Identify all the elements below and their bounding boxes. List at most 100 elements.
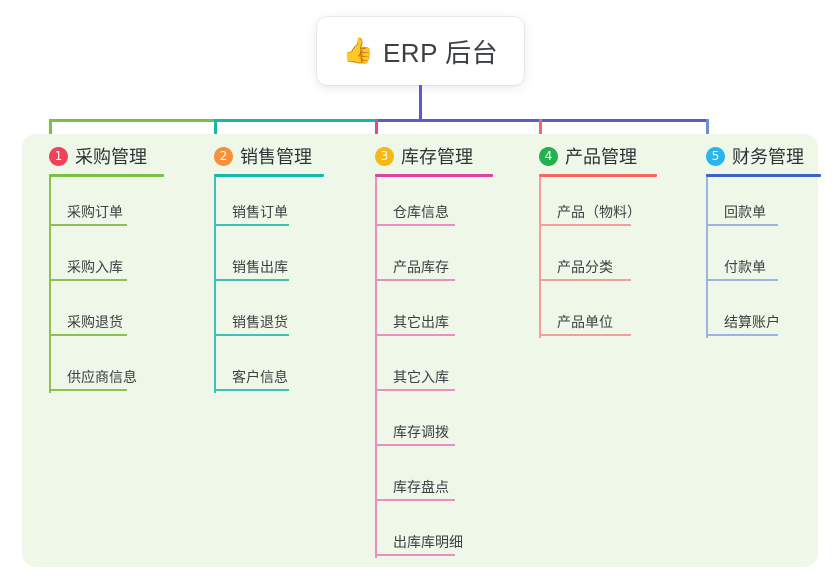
column-badge-3: 3	[375, 146, 394, 166]
leaf-rule	[706, 224, 778, 226]
column-title-2: 销售管理	[240, 147, 312, 167]
column-rule-5	[706, 174, 821, 177]
column-2: 2 销售管理销售订单销售出库销售退货客户信息	[196, 143, 351, 397]
column-rule-2	[214, 174, 324, 177]
branch-spine-5	[706, 177, 708, 338]
column-1: 1 采购管理采购订单采购入库采购退货供应商信息	[31, 143, 191, 397]
column-4: 4 产品管理产品（物料） 产品分类产品单位	[521, 143, 681, 342]
column-rule-1	[49, 174, 164, 177]
leaf-rule	[375, 279, 455, 281]
content-panel	[22, 134, 818, 567]
column-header-5[interactable]: 5 财务管理	[688, 143, 838, 169]
column-rule-3	[375, 174, 493, 177]
leaf-item[interactable]: 产品单位	[521, 287, 681, 342]
leaf-item[interactable]: 回款单	[688, 177, 838, 232]
thumbs-up-emoji: 👍	[342, 36, 374, 65]
leaf-label: 库存盘点	[393, 479, 449, 495]
leaf-rule	[214, 279, 289, 281]
leaf-label: 采购订单	[67, 204, 123, 220]
leaf-item[interactable]: 其它出库	[357, 287, 517, 342]
leaf-item[interactable]: 采购退货	[31, 287, 191, 342]
leaf-label: 产品单位	[557, 314, 613, 330]
bus-green	[49, 119, 214, 122]
leaf-rule	[375, 444, 455, 446]
leaf-item[interactable]: 供应商信息	[31, 342, 191, 397]
leaf-label: 其它出库	[393, 314, 449, 330]
column-3: 3 库存管理仓库信息产品库存其它出库其它入库库存调拨库存盘点出库库明细	[357, 143, 517, 562]
leaf-rule	[214, 224, 289, 226]
branch-4: 产品（物料） 产品分类产品单位	[521, 177, 681, 342]
leaf-label: 回款单	[724, 204, 766, 220]
column-rule-4	[539, 174, 657, 177]
leaf-label: 结算账户	[724, 314, 780, 330]
leaf-item[interactable]: 销售出库	[196, 232, 351, 287]
column-title-3: 库存管理	[401, 147, 473, 167]
branch-spine-3	[375, 177, 377, 558]
leaf-rule	[375, 389, 455, 391]
root-title: ERP 后台	[382, 37, 499, 68]
leaf-label: 供应商信息	[67, 369, 137, 385]
column-header-3[interactable]: 3 库存管理	[357, 143, 517, 169]
bus-indigo	[375, 119, 709, 122]
leaf-rule	[49, 279, 127, 281]
leaf-rule	[49, 224, 127, 226]
leaf-item[interactable]: 客户信息	[196, 342, 351, 397]
column-header-1[interactable]: 1 采购管理	[31, 143, 191, 169]
leaf-rule	[706, 334, 778, 336]
leaf-rule	[375, 224, 455, 226]
branch-spine-2	[214, 177, 216, 393]
leaf-label: 产品（物料）	[557, 204, 641, 220]
leaf-item[interactable]: 采购订单	[31, 177, 191, 232]
column-badge-5: 5	[706, 146, 725, 166]
leaf-rule	[539, 334, 631, 336]
leaf-item[interactable]: 产品库存	[357, 232, 517, 287]
leaf-item[interactable]: 其它入库	[357, 342, 517, 397]
leaf-rule	[375, 334, 455, 336]
leaf-label: 出库库明细	[393, 534, 463, 550]
leaf-item[interactable]: 采购入库	[31, 232, 191, 287]
column-title-1: 采购管理	[75, 147, 147, 167]
column-badge-2: 2	[214, 146, 233, 166]
leaf-item[interactable]: 库存调拨	[357, 397, 517, 452]
leaf-label: 客户信息	[232, 369, 288, 385]
leaf-item[interactable]: 产品分类	[521, 232, 681, 287]
column-5: 5 财务管理回款单付款单结算账户	[688, 143, 838, 342]
branch-spine-4	[539, 177, 541, 338]
leaf-item[interactable]: 出库库明细	[357, 507, 517, 562]
leaf-label: 销售订单	[232, 204, 288, 220]
leaf-label: 销售出库	[232, 259, 288, 275]
leaf-label: 销售退货	[232, 314, 288, 330]
leaf-item[interactable]: 销售订单	[196, 177, 351, 232]
leaf-rule	[214, 389, 289, 391]
root-node[interactable]: 👍 ERP 后台	[317, 17, 524, 85]
leaf-rule	[214, 334, 289, 336]
leaf-label: 产品库存	[393, 259, 449, 275]
leaf-item[interactable]: 产品（物料）	[521, 177, 681, 232]
column-header-2[interactable]: 2 销售管理	[196, 143, 351, 169]
branch-5: 回款单付款单结算账户	[688, 177, 838, 342]
leaf-rule	[375, 499, 455, 501]
leaf-label: 仓库信息	[393, 204, 449, 220]
leaf-rule	[49, 334, 127, 336]
leaf-label: 产品分类	[557, 259, 613, 275]
column-header-4[interactable]: 4 产品管理	[521, 143, 681, 169]
branch-2: 销售订单销售出库销售退货客户信息	[196, 177, 351, 397]
leaf-item[interactable]: 销售退货	[196, 287, 351, 342]
column-title-5: 财务管理	[732, 147, 804, 167]
leaf-label: 采购退货	[67, 314, 123, 330]
leaf-rule	[49, 389, 127, 391]
leaf-label: 付款单	[724, 259, 766, 275]
column-badge-4: 4	[539, 146, 558, 166]
leaf-item[interactable]: 仓库信息	[357, 177, 517, 232]
leaf-rule	[539, 279, 631, 281]
leaf-item[interactable]: 结算账户	[688, 287, 838, 342]
column-title-4: 产品管理	[565, 147, 637, 167]
leaf-label: 库存调拨	[393, 424, 449, 440]
column-badge-1: 1	[49, 146, 68, 166]
leaf-item[interactable]: 库存盘点	[357, 452, 517, 507]
leaf-rule	[706, 279, 778, 281]
leaf-label: 其它入库	[393, 369, 449, 385]
branch-1: 采购订单采购入库采购退货供应商信息	[31, 177, 191, 397]
leaf-item[interactable]: 付款单	[688, 232, 838, 287]
